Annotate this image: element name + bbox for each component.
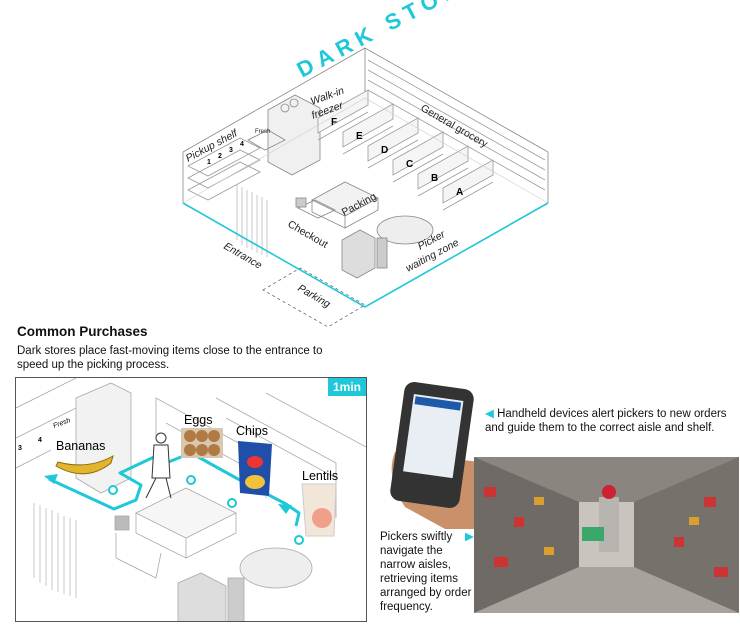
section-title: Common Purchases xyxy=(17,324,148,339)
aisle-label-C: C xyxy=(406,159,413,170)
aisle-label-A: A xyxy=(456,187,463,198)
dark-store-diagram: DARK STORE Walk-in freezer Pickup shelf … xyxy=(182,0,549,328)
aisle-label-D: D xyxy=(381,145,388,156)
bananas-image xyxy=(55,454,114,475)
device-note: ◀ Handheld devices alert pickers to new … xyxy=(485,407,735,435)
label-checkout: Checkout xyxy=(286,218,330,251)
aisle-shelf-C xyxy=(392,131,444,183)
pickup-shelf-number: 3 xyxy=(229,147,233,154)
aisle-shelf-F xyxy=(317,89,369,141)
eggs-image xyxy=(181,428,223,458)
item-label-bananas: Bananas xyxy=(56,439,105,453)
device-note-text: Handheld devices alert pickers to new or… xyxy=(485,408,727,434)
item-label-chips: Chips xyxy=(236,424,268,438)
section-subtitle: Dark stores place fast-moving items clos… xyxy=(17,345,323,371)
arrow-left-icon: ◀ xyxy=(485,408,494,420)
label-fresh: Fresh xyxy=(255,129,270,135)
map-shelf-4: 4 xyxy=(38,437,42,444)
aisle-shelf-D xyxy=(367,117,419,169)
picker-note-text: Pickers swiftly navigate the narrow aisl… xyxy=(380,531,472,613)
item-label-eggs: Eggs xyxy=(184,413,213,427)
arrow-right-icon: ▶ xyxy=(465,531,474,543)
label-parking: Parking xyxy=(296,282,333,310)
store-aisle-photo xyxy=(474,457,739,613)
picker-note: Pickers swiftly navigate the narrow aisl… xyxy=(380,530,474,614)
pickup-shelf-number: 4 xyxy=(240,141,244,148)
aisle-label-B: B xyxy=(431,173,438,184)
lentils-image xyxy=(301,483,337,537)
chips-image xyxy=(238,441,272,496)
item-label-lentils: Lentils xyxy=(302,469,338,483)
handheld-device-photo xyxy=(390,382,480,529)
aisle-shelf-B xyxy=(417,145,469,197)
label-pickup: Pickup shelf xyxy=(184,127,241,165)
time-badge: 1min xyxy=(327,378,366,396)
store-title: DARK STORE xyxy=(293,0,486,82)
aisle-label-E: E xyxy=(356,131,363,142)
aisle-shelf-E xyxy=(342,103,394,155)
map-shelf-3: 3 xyxy=(18,445,22,452)
pickup-shelf-number: 2 xyxy=(218,153,222,160)
aisle-shelf-A xyxy=(442,159,494,211)
map-fresh-label: Fresh xyxy=(52,417,71,430)
picking-route-map: 3 4 Fresh Bananas Eggs Chips Lentils 1mi… xyxy=(15,377,367,622)
aisle-label-F: F xyxy=(331,117,337,128)
pickup-shelf-number: 1 xyxy=(207,159,211,166)
